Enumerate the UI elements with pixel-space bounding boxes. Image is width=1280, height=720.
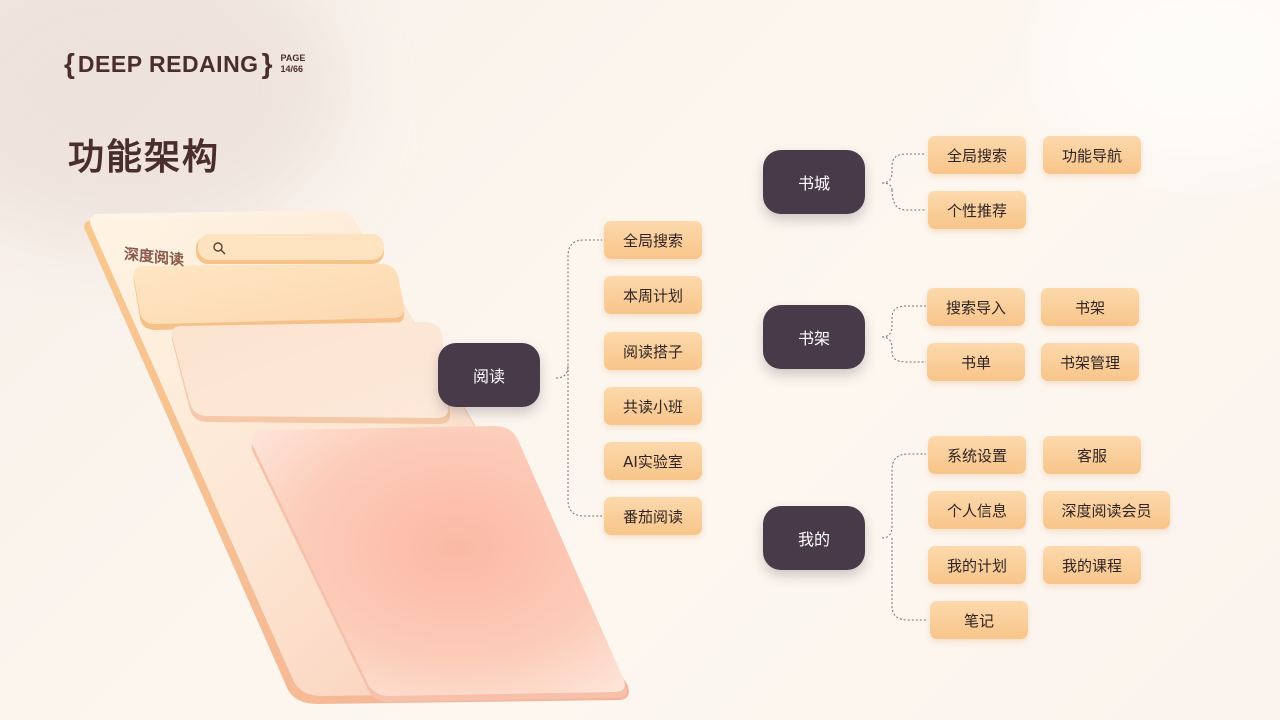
brace-right-icon: }	[261, 48, 273, 79]
reading-child-reading-class: 共读小班	[604, 387, 702, 425]
bookstore-child-navigation: 功能导航	[1043, 136, 1141, 174]
bookstore-child-global-search: 全局搜索	[928, 136, 1026, 174]
mine-child-notes: 笔记	[930, 601, 1028, 639]
node-reading: 阅读	[438, 343, 540, 407]
mine-child-support: 客服	[1043, 436, 1141, 474]
bookshelf-child-shelf: 书架	[1041, 288, 1139, 326]
reading-child-ai-lab: AI实验室	[604, 442, 702, 480]
reading-child-weekly-plan: 本周计划	[604, 276, 702, 314]
brace-left-icon: {	[64, 48, 75, 79]
node-bookshelf: 书架	[763, 305, 865, 369]
mine-child-my-plan: 我的计划	[928, 546, 1026, 584]
node-mine: 我的	[763, 506, 865, 570]
reading-child-reading-buddy: 阅读搭子	[604, 332, 702, 370]
node-bookstore: 书城	[763, 150, 865, 214]
page-title: 功能架构	[68, 137, 221, 178]
bookshelf-child-booklist: 书单	[927, 343, 1025, 381]
mine-child-profile: 个人信息	[928, 491, 1026, 529]
mine-child-membership: 深度阅读会员	[1043, 491, 1170, 529]
bookshelf-child-search-import: 搜索导入	[927, 288, 1025, 326]
bookstore-child-recommend: 个性推荐	[928, 191, 1026, 229]
reading-child-pomodoro: 番茄阅读	[604, 497, 702, 535]
mine-child-my-courses: 我的课程	[1043, 546, 1141, 584]
page-label: PAGE	[280, 53, 306, 63]
page-indicator: PAGE 14/66	[280, 53, 305, 75]
brand-header: { DEEP REDAING } PAGE 14/66	[64, 50, 305, 78]
reading-child-global-search: 全局搜索	[604, 221, 702, 259]
page-number: 14/66	[280, 64, 304, 74]
bookshelf-child-manage: 书架管理	[1041, 343, 1139, 381]
brand-title: DEEP REDAING	[77, 50, 259, 77]
mine-child-settings: 系统设置	[928, 436, 1026, 474]
